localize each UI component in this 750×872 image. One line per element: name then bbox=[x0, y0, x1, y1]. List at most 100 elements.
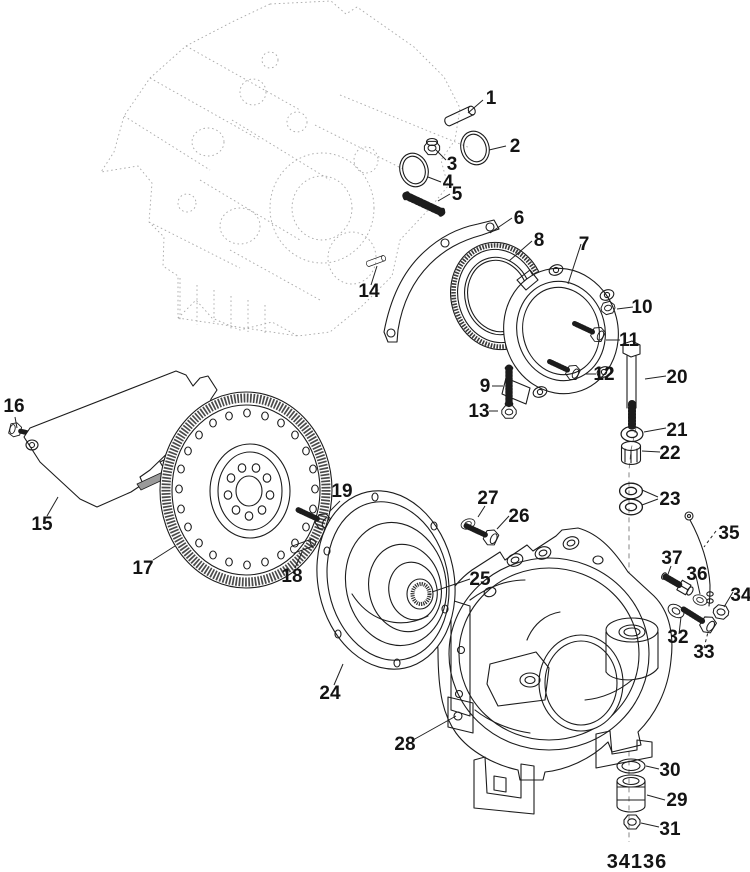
leader-3 bbox=[435, 149, 447, 161]
part-20-long-bolt bbox=[622, 340, 641, 430]
callout-2: 2 bbox=[510, 136, 521, 157]
callout-26: 26 bbox=[508, 506, 529, 527]
flywheel-perimeter-holes bbox=[175, 408, 319, 570]
housing-rear-mount-boss bbox=[605, 617, 659, 681]
callout-15: 15 bbox=[31, 514, 53, 535]
callout-5: 5 bbox=[452, 184, 463, 205]
part-3-nut bbox=[423, 137, 441, 156]
callout-10: 10 bbox=[631, 297, 652, 318]
callout-19: 19 bbox=[331, 481, 352, 502]
leader-16 bbox=[14, 416, 18, 429]
callout-3: 3 bbox=[447, 154, 458, 175]
part-31-nut bbox=[623, 814, 641, 830]
callout-33: 33 bbox=[693, 642, 714, 663]
leader-1 bbox=[467, 99, 484, 114]
leader-26 bbox=[496, 515, 510, 530]
flywheel-bolt-holes bbox=[223, 463, 275, 521]
part-24-drive-coupler bbox=[316, 490, 456, 670]
leader-28 bbox=[412, 715, 457, 741]
leader-lines bbox=[14, 99, 734, 828]
leader-24 bbox=[333, 663, 344, 686]
leader-36 bbox=[695, 575, 701, 595]
part-13-nut bbox=[501, 405, 517, 419]
part-36-washer bbox=[691, 592, 709, 608]
leader-20 bbox=[644, 375, 667, 380]
part-22-spacer bbox=[620, 440, 642, 466]
leader-15 bbox=[46, 496, 59, 517]
part-5-stud bbox=[402, 191, 445, 217]
callout-8: 8 bbox=[534, 230, 545, 251]
leader-2 bbox=[488, 145, 507, 151]
part-35-wire-strap bbox=[684, 511, 714, 607]
callout-18: 18 bbox=[281, 566, 302, 587]
leader-27 bbox=[477, 505, 486, 518]
part-6-seal-retainer-bracket bbox=[383, 219, 500, 343]
leader-17 bbox=[152, 545, 176, 561]
leader-29 bbox=[646, 794, 666, 801]
part-4-seal-ring bbox=[399, 152, 429, 188]
leader-33 bbox=[703, 631, 709, 649]
housing-right-foot bbox=[595, 730, 653, 769]
part-2-seal-ring bbox=[460, 130, 490, 166]
part-9-stud bbox=[505, 366, 513, 406]
part-7-seal-housing bbox=[501, 264, 619, 405]
callout-11: 11 bbox=[619, 330, 640, 351]
leader-31 bbox=[640, 822, 660, 828]
leader-25 bbox=[431, 578, 471, 593]
leader-10 bbox=[616, 306, 634, 310]
callout-28: 28 bbox=[394, 734, 415, 755]
housing-top-lugs bbox=[483, 536, 604, 598]
callout-36: 36 bbox=[686, 564, 707, 585]
callout-32: 32 bbox=[667, 627, 688, 648]
callout-12: 12 bbox=[593, 364, 614, 385]
housing-left-boss bbox=[486, 651, 550, 707]
callout-17: 17 bbox=[132, 558, 153, 579]
callout-20: 20 bbox=[666, 367, 687, 388]
leader-37 bbox=[666, 565, 672, 578]
coupler-spline-hub bbox=[410, 582, 432, 606]
part-28-flywheel-housing bbox=[436, 527, 673, 815]
callout-25: 25 bbox=[469, 569, 491, 590]
leader-30 bbox=[645, 765, 660, 770]
callout-22: 22 bbox=[659, 443, 680, 464]
leader-32 bbox=[678, 616, 682, 635]
leader-34 bbox=[723, 591, 734, 608]
leader-8 bbox=[508, 240, 533, 262]
callout-1: 1 bbox=[486, 88, 497, 109]
part-1-dowel-pin bbox=[442, 104, 478, 128]
leader-35 bbox=[703, 530, 717, 548]
coupler-rim-holes bbox=[323, 492, 449, 668]
part-34-nut bbox=[711, 603, 731, 621]
callout-37: 37 bbox=[661, 548, 682, 569]
callout-29: 29 bbox=[666, 790, 687, 811]
callout-16: 16 bbox=[3, 396, 24, 417]
callout-21: 21 bbox=[666, 420, 688, 441]
leader-4 bbox=[427, 176, 442, 183]
leader-18 bbox=[294, 551, 303, 569]
housing-left-flange bbox=[447, 599, 474, 734]
callout-9: 9 bbox=[480, 376, 491, 397]
callout-6: 6 bbox=[514, 208, 525, 229]
callout-35: 35 bbox=[718, 523, 740, 544]
leader-7 bbox=[567, 243, 582, 285]
callout-13: 13 bbox=[468, 401, 489, 422]
leader-19 bbox=[328, 500, 341, 513]
callout-27: 27 bbox=[477, 488, 498, 509]
callout-23: 23 bbox=[659, 489, 680, 510]
part-17-flywheel bbox=[159, 391, 333, 589]
housing-left-foot bbox=[473, 756, 535, 815]
callout-labels: 1 2 3 4 5 6 7 8 9 10 11 12 13 14 15 16 1… bbox=[3, 88, 750, 840]
leader-23 bbox=[641, 489, 659, 506]
callout-14: 14 bbox=[358, 281, 380, 302]
part-37-fitting bbox=[660, 572, 694, 596]
leader-21 bbox=[643, 427, 667, 433]
callout-7: 7 bbox=[579, 234, 590, 255]
callout-30: 30 bbox=[659, 760, 680, 781]
leader-22 bbox=[641, 450, 661, 453]
callout-34: 34 bbox=[730, 585, 750, 606]
leader-6 bbox=[489, 217, 513, 234]
part-26-bolt bbox=[463, 519, 500, 548]
part-30-ring bbox=[616, 758, 646, 774]
